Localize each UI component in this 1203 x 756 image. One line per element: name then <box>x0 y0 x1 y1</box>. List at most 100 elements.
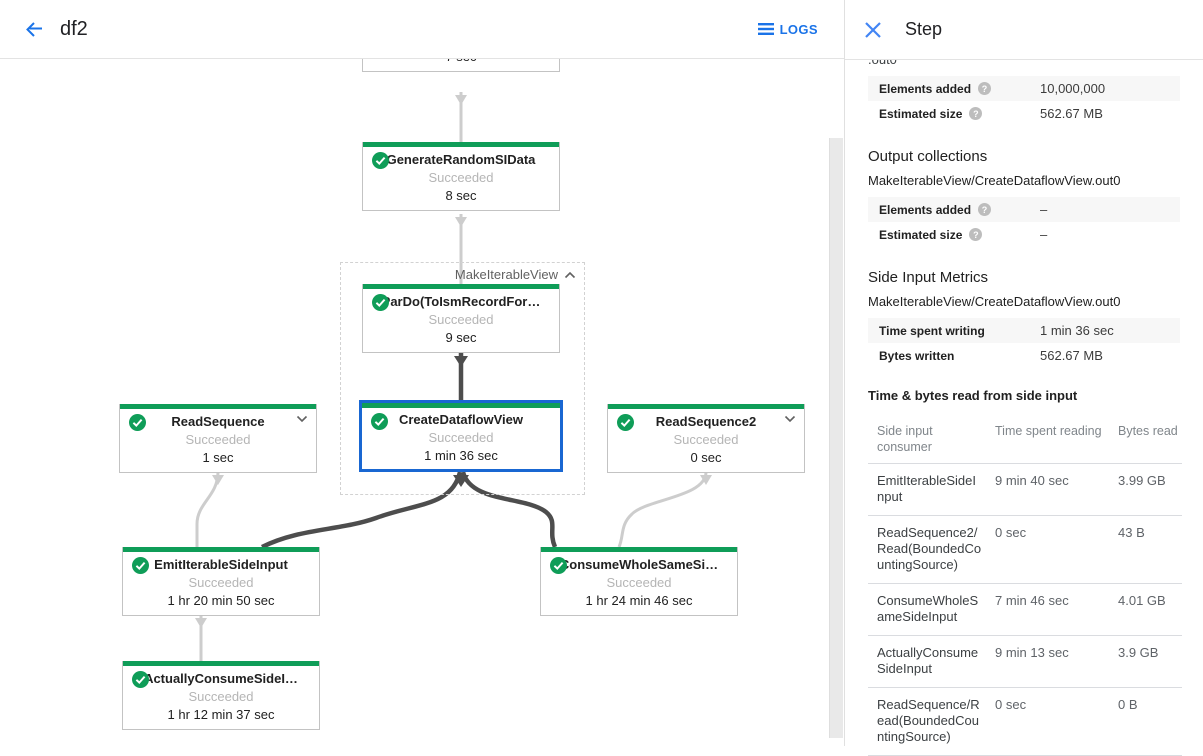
metric-value: 10,000,000 <box>1040 81 1106 96</box>
group-collapse-control[interactable]: MakeIterableView <box>455 267 576 282</box>
metric-label: Estimated size ? <box>879 107 1040 121</box>
help-icon[interactable]: ? <box>969 107 983 120</box>
metric-row: Elements added ? – <box>868 197 1180 222</box>
arrow-readsequence2 <box>700 475 712 485</box>
node-time: 9 sec <box>445 330 477 345</box>
node-time: 8 sec <box>445 188 477 203</box>
metric-label: Time spent writing <box>879 323 985 338</box>
graph-node-createdataflowview-selected[interactable]: CreateDataflowView Succeeded 1 min 36 se… <box>359 400 563 472</box>
node-title: EmitIterableSideInput <box>154 557 288 572</box>
transform-group-makeiterableview: MakeIterableView <box>340 262 585 495</box>
chevron-up-icon <box>564 271 576 278</box>
graph-node-actuallyconsumesideinput[interactable]: ActuallyConsumeSideI… Succeeded 1 hr 12 … <box>122 661 320 730</box>
output-collection-name: MakeIterableView/CreateDataflowView.out0 <box>868 173 1121 188</box>
top-toolbar: df2 LOGS <box>0 0 844 59</box>
input-metrics: Elements added ? 10,000,000 Estimated si… <box>868 76 1180 126</box>
canvas-scrollbar-thumb[interactable] <box>829 138 843 738</box>
output-metrics: Elements added ? – Estimated size ? – <box>868 197 1180 247</box>
node-status-bar <box>363 142 559 147</box>
help-icon[interactable]: ? <box>969 228 983 241</box>
node-status: Succeeded <box>606 575 672 590</box>
metric-row: Time spent writing 1 min 36 sec <box>868 318 1180 343</box>
close-icon <box>865 21 881 38</box>
logs-button[interactable]: LOGS <box>757 21 818 37</box>
node-title: CreateDataflowView <box>398 412 524 427</box>
node-status: Succeeded <box>188 575 254 590</box>
side-input-metrics: Time spent writing 1 min 36 sec Bytes wr… <box>868 318 1180 368</box>
logs-list-icon <box>757 23 774 35</box>
node-status-bar <box>123 547 319 552</box>
node-title: GenerateRandomSIData <box>386 152 536 167</box>
table-row: ActuallyConsumeSideInput 9 min 13 sec 3.… <box>868 635 1182 688</box>
success-check-icon <box>372 294 389 311</box>
metric-row: Estimated size ? – <box>868 222 1180 247</box>
node-time: 1 hr 24 min 46 sec <box>585 593 693 608</box>
chevron-down-icon[interactable] <box>296 415 308 423</box>
table-header-row: Side input consumer Time spent reading B… <box>868 417 1182 464</box>
metric-label: Bytes written <box>879 348 955 363</box>
success-check-icon <box>132 671 149 688</box>
node-status: Succeeded <box>428 170 494 185</box>
node-time: 1 hr 20 min 50 sec <box>167 593 275 608</box>
table-row: ConsumeWholeSameSideInput 7 min 46 sec 4… <box>868 583 1182 636</box>
table-row: EmitIterableSideInput 9 min 40 sec 3.99 … <box>868 463 1182 516</box>
arrow-emit <box>195 618 207 628</box>
success-check-icon <box>617 414 634 431</box>
panel-title: Step <box>905 19 943 39</box>
table-row: ReadSequence/Read(BoundedCountingSource)… <box>868 687 1182 756</box>
node-title: ParDo(ToIsmRecordFor… <box>381 294 541 309</box>
job-graph-canvas[interactable]: MakeIterableView Succeeded 7 sec Generat… <box>0 0 844 746</box>
node-time: 1 hr 12 min 37 sec <box>167 707 275 722</box>
metric-row: Elements added ? 10,000,000 <box>868 76 1180 101</box>
node-status: Succeeded <box>188 689 254 704</box>
group-label: MakeIterableView <box>454 267 558 282</box>
back-button[interactable] <box>14 9 54 49</box>
help-icon[interactable]: ? <box>978 203 992 216</box>
node-time: 1 min 36 sec <box>424 448 498 463</box>
metric-label: Elements added ? <box>879 82 1040 96</box>
success-check-icon <box>372 152 389 169</box>
graph-node-readsequence[interactable]: ReadSequence Succeeded 1 sec <box>119 404 317 473</box>
success-check-icon <box>371 413 388 430</box>
node-status-bar <box>541 547 737 552</box>
metric-label: Estimated size ? <box>879 228 1040 242</box>
back-arrow-icon <box>26 22 42 37</box>
metric-row: Bytes written 562.67 MB <box>868 343 1180 368</box>
node-title: ActuallyConsumeSideI… <box>144 671 298 686</box>
graph-node-readsequence2[interactable]: ReadSequence2 Succeeded 0 sec <box>607 404 805 473</box>
metric-value: 562.67 MB <box>1040 106 1103 121</box>
edge-createview-to-consume <box>460 471 558 548</box>
arrow-pardo <box>454 356 468 367</box>
close-button[interactable] <box>855 12 891 48</box>
col-bytes-read: Bytes read <box>1109 417 1182 464</box>
step-details-panel: Step .out0 Elements added ? 10,000,000 E… <box>844 0 1203 756</box>
logs-label: LOGS <box>779 21 818 37</box>
metric-label: Elements added ? <box>879 203 1040 217</box>
node-status-bar <box>363 284 559 289</box>
graph-node-pardo-toismrecord[interactable]: ParDo(ToIsmRecordFor… Succeeded 9 sec <box>362 284 560 353</box>
graph-node-generaterandomsidata[interactable]: GenerateRandomSIData Succeeded 8 sec <box>362 142 560 211</box>
col-time-spent-reading: Time spent reading <box>986 417 1109 464</box>
panel-header: Step <box>845 0 1203 60</box>
side-input-table-heading: Time & bytes read from side input <box>868 388 1078 403</box>
metric-value: 562.67 MB <box>1040 348 1103 363</box>
node-title: ConsumeWholeSameSi… <box>559 557 719 572</box>
node-time: 1 sec <box>202 450 234 465</box>
graph-node-emititerablesideinput[interactable]: EmitIterableSideInput Succeeded 1 hr 20 … <box>122 547 320 616</box>
node-status-bar <box>120 404 316 409</box>
node-status: Succeeded <box>428 312 494 327</box>
metric-value: – <box>1040 202 1048 217</box>
help-icon[interactable]: ? <box>978 82 992 95</box>
clipped-collection-name: .out0 <box>868 60 1203 69</box>
node-title: ReadSequence <box>171 414 265 429</box>
arrow-createview <box>453 475 469 487</box>
chevron-down-icon[interactable] <box>784 415 796 423</box>
panel-body: .out0 Elements added ? 10,000,000 Estima… <box>845 60 1203 756</box>
node-title: ReadSequence2 <box>655 414 757 429</box>
graph-node-consumewholesamesideinput[interactable]: ConsumeWholeSameSi… Succeeded 1 hr 24 mi… <box>540 547 738 616</box>
job-title: df2 <box>60 17 88 40</box>
node-status: Succeeded <box>673 432 739 447</box>
node-status: Succeeded <box>428 430 494 445</box>
table-row: ReadSequence2/Read(BoundedCountingSource… <box>868 515 1182 584</box>
edge-readsequence-to-emit <box>195 471 220 547</box>
